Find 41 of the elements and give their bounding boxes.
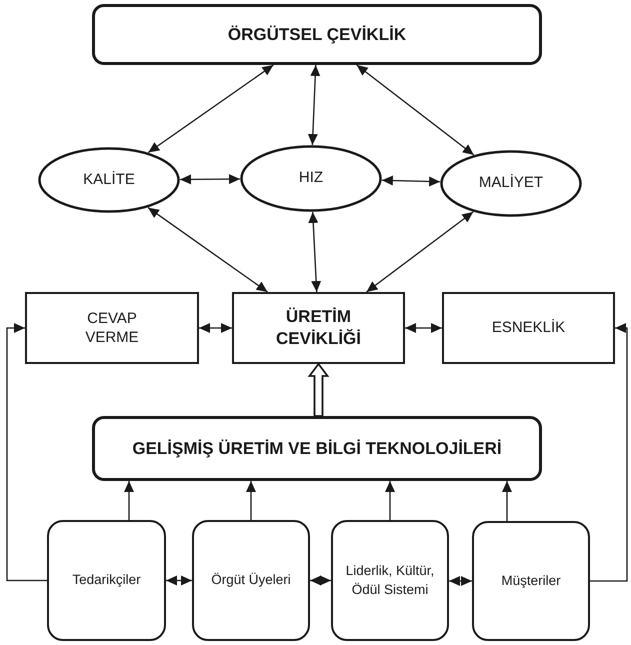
double-headed-arrow (356, 64, 474, 156)
double-headed-arrow (366, 211, 474, 293)
double-headed-arrow (148, 207, 268, 293)
node-label: Müşteriler (501, 572, 561, 590)
rounded-box (92, 416, 542, 481)
node-label: ÖRGÜTSEL ÇEVİKLİK (228, 24, 406, 46)
node-label: Tedarikçiler (72, 571, 141, 590)
arrow (6, 323, 47, 582)
rounded-box (331, 520, 449, 641)
node-label: Örgüt Üyeleri (211, 571, 291, 590)
process-box (25, 292, 199, 364)
double-headed-arrow (308, 212, 322, 292)
double-headed-arrow (310, 576, 331, 586)
arrow (246, 481, 256, 520)
arrow (502, 481, 512, 521)
double-headed-arrow (166, 576, 192, 586)
double-headed-arrow (180, 174, 240, 184)
process-box (232, 292, 405, 364)
node-label: GELİŞMİŞ ÜRETİM VE BİLGİ TEKNOLOJİLERİ (132, 438, 502, 460)
double-headed-arrow (382, 176, 440, 186)
double-headed-arrow (449, 576, 472, 586)
double-headed-arrow (148, 64, 274, 154)
node-label: KALİTE (83, 170, 135, 190)
node-label: Liderlik, Kültür, Ödül Sistemi (344, 562, 436, 598)
node-label: MALİYET (478, 174, 544, 193)
node-label: HIZ (298, 169, 324, 188)
arrow (385, 481, 395, 520)
rounded-box (92, 4, 542, 65)
arrow (124, 481, 134, 520)
rounded-box (192, 520, 310, 641)
process-box (442, 292, 615, 364)
node-label: ÜRETİM CEVİKLİĞİ (274, 306, 362, 350)
hollow-arrow (308, 362, 330, 417)
arrow (590, 323, 628, 582)
rounded-box (47, 520, 166, 641)
double-headed-arrow (199, 323, 232, 333)
double-headed-arrow (405, 323, 442, 333)
node-label: ESNEKLİK (490, 318, 566, 338)
double-headed-arrow (308, 64, 320, 146)
node-label: CEVAP VERME (84, 308, 140, 348)
rounded-box (472, 521, 590, 641)
